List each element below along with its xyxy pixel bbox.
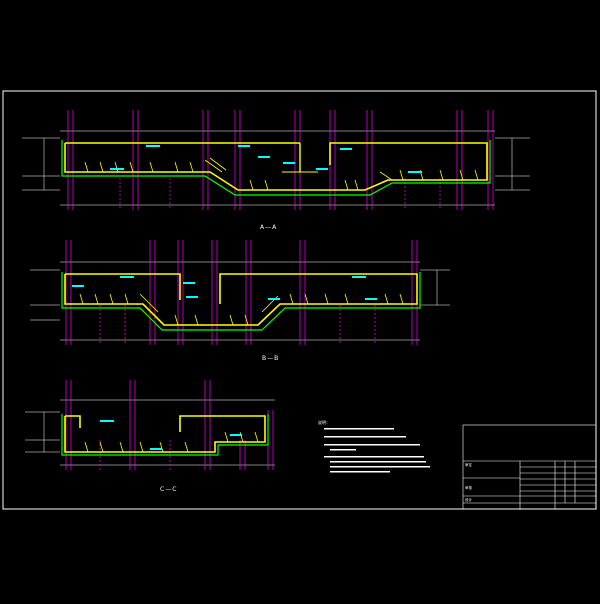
notes-heading: 说明：	[318, 419, 330, 425]
notes: 说明：	[318, 419, 430, 473]
section-label-a: A—A	[260, 224, 277, 231]
rebar-tags-a	[110, 145, 422, 173]
drawing-frame	[2, 90, 597, 510]
title-block	[462, 424, 597, 510]
title-block-cell-2: 审核	[465, 485, 473, 490]
rebar-ticks-c	[84, 431, 259, 453]
pier-lines-c	[65, 380, 274, 470]
pier-lines-b	[65, 240, 418, 345]
top-slab-c	[65, 415, 81, 428]
top-slab-b	[65, 273, 181, 300]
section-a: A—A	[22, 110, 530, 231]
rebar-tags-b	[72, 276, 377, 300]
notes-text-lines	[324, 428, 430, 473]
rebar-ticks-a	[84, 157, 479, 191]
title-block-cell-1: 审定	[465, 462, 473, 467]
concrete-outline-c	[64, 415, 266, 453]
rebar-tags-c	[100, 420, 242, 450]
section-label-b: B—B	[262, 355, 279, 362]
section-label-c: C—C	[160, 486, 177, 493]
wall-outline-b	[61, 272, 421, 331]
concrete-outline-b	[64, 273, 418, 326]
concrete-outline-a	[64, 142, 488, 191]
rebar-ticks-b	[79, 293, 404, 326]
section-b: B—B	[30, 240, 450, 362]
title-block-cell-3: 设计	[465, 497, 473, 502]
wall-outline-c	[61, 414, 269, 456]
section-c: C—C	[25, 380, 275, 493]
wall-outline-a	[61, 140, 491, 196]
